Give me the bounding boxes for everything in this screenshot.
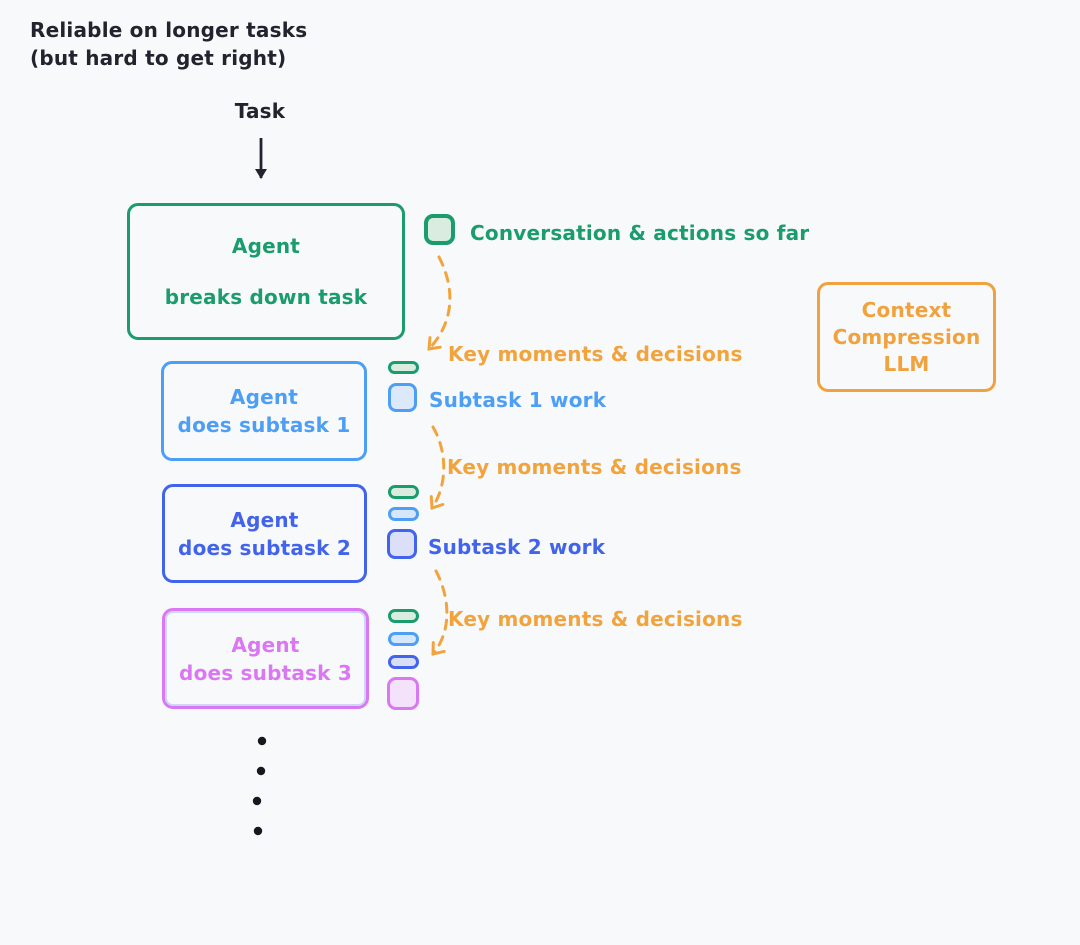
annotation-line-2: (but hard to get right) bbox=[30, 46, 287, 70]
compressed-context-pill-indigo-icon bbox=[388, 655, 419, 669]
agent-subtask2-subtitle: does subtask 2 bbox=[178, 535, 351, 560]
agent-subtask3-box: Agent does subtask 3 bbox=[162, 608, 369, 709]
continuation-dots bbox=[252, 736, 267, 836]
subtask1-work-label: Subtask 1 work bbox=[429, 388, 607, 412]
subtask3-work-chip-icon bbox=[387, 677, 419, 710]
dot bbox=[253, 826, 263, 836]
dot bbox=[252, 796, 262, 806]
dot bbox=[257, 736, 267, 746]
subtask1-work-chip-icon bbox=[388, 383, 417, 412]
compression-arrow-3 bbox=[433, 569, 449, 654]
compression-arrow-1 bbox=[429, 255, 452, 349]
agent-main-subtitle: breaks down task bbox=[164, 285, 368, 309]
conversation-context-chip-icon bbox=[424, 214, 455, 245]
compression-arrow-2 bbox=[432, 425, 446, 508]
compressed-context-pill-green-icon bbox=[388, 609, 419, 623]
agent-subtask2-box: Agent does subtask 2 bbox=[162, 484, 367, 583]
compressed-context-pill-blue-icon bbox=[388, 507, 419, 521]
annotation-note: Reliable on longer tasks (but hard to ge… bbox=[30, 16, 307, 72]
llm-line-2: Compression bbox=[832, 325, 981, 349]
agent-subtask1-box: Agent does subtask 1 bbox=[161, 361, 367, 461]
agent-subtask3-title: Agent bbox=[231, 632, 300, 657]
compressed-context-pill-green-icon bbox=[388, 485, 419, 499]
key-moments-label-3: Key moments & decisions bbox=[448, 607, 743, 631]
agent-main-title: Agent bbox=[231, 234, 301, 258]
task-label: Task bbox=[234, 99, 286, 123]
agent-subtask1-title: Agent bbox=[229, 385, 299, 409]
compressed-context-pill-green-icon bbox=[388, 361, 419, 374]
llm-line-3: LLM bbox=[883, 352, 930, 376]
subtask2-work-label: Subtask 2 work bbox=[428, 535, 606, 559]
agent-subtask3-subtitle: does subtask 3 bbox=[179, 660, 352, 685]
context-compression-llm-box: Context Compression LLM bbox=[817, 282, 996, 392]
conversation-label: Conversation & actions so far bbox=[470, 221, 810, 245]
key-moments-label-1: Key moments & decisions bbox=[448, 342, 743, 366]
agent-main-box: Agent breaks down task bbox=[127, 203, 405, 340]
compressed-context-pill-blue-icon bbox=[388, 632, 419, 646]
agent-subtask1-subtitle: does subtask 1 bbox=[177, 413, 351, 437]
key-moments-label-2: Key moments & decisions bbox=[447, 455, 742, 479]
llm-line-1: Context bbox=[861, 298, 952, 322]
agent-subtask2-title: Agent bbox=[230, 507, 299, 532]
annotation-line-1: Reliable on longer tasks bbox=[30, 18, 308, 42]
dot bbox=[256, 766, 266, 776]
subtask2-work-chip-icon bbox=[387, 529, 417, 559]
